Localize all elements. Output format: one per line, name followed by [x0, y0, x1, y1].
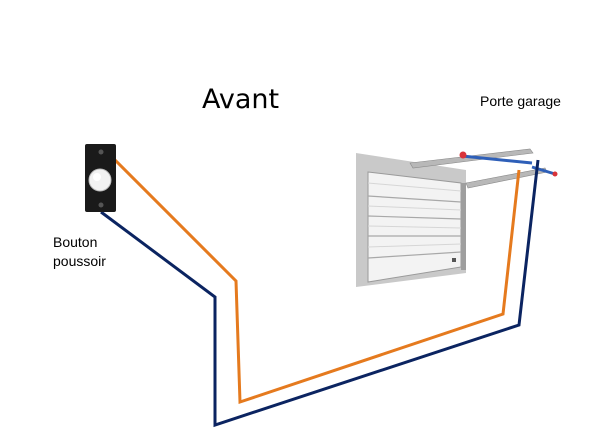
- door-panel-line: [367, 251, 462, 259]
- door-panel-line: [367, 195, 462, 203]
- wire-orange: [99, 144, 521, 405]
- opener-rail-top: [409, 148, 534, 169]
- page-title: Avant: [202, 84, 280, 115]
- button-screw: [98, 149, 104, 155]
- button-face: [88, 168, 112, 192]
- push-button-label: Bouton poussoir: [53, 234, 106, 269]
- door-side-rail: [461, 183, 466, 270]
- door-panel-line: [367, 215, 462, 220]
- button-highlight: [93, 173, 101, 181]
- door-handle: [452, 258, 456, 262]
- opener-tip: [459, 151, 467, 159]
- garage-door-label: Porte garage: [480, 93, 561, 109]
- door-groove: [367, 182, 462, 192]
- button-screw: [98, 202, 104, 208]
- door-groove: [367, 205, 462, 211]
- opener-tip: [552, 171, 558, 177]
- opener-arm: [461, 154, 533, 165]
- wire-navy: [100, 159, 540, 428]
- sectional-garage-door-icon: [356, 148, 558, 287]
- door-groove: [367, 243, 462, 248]
- door-groove: [367, 225, 462, 229]
- doorbell-button-icon: [85, 144, 116, 212]
